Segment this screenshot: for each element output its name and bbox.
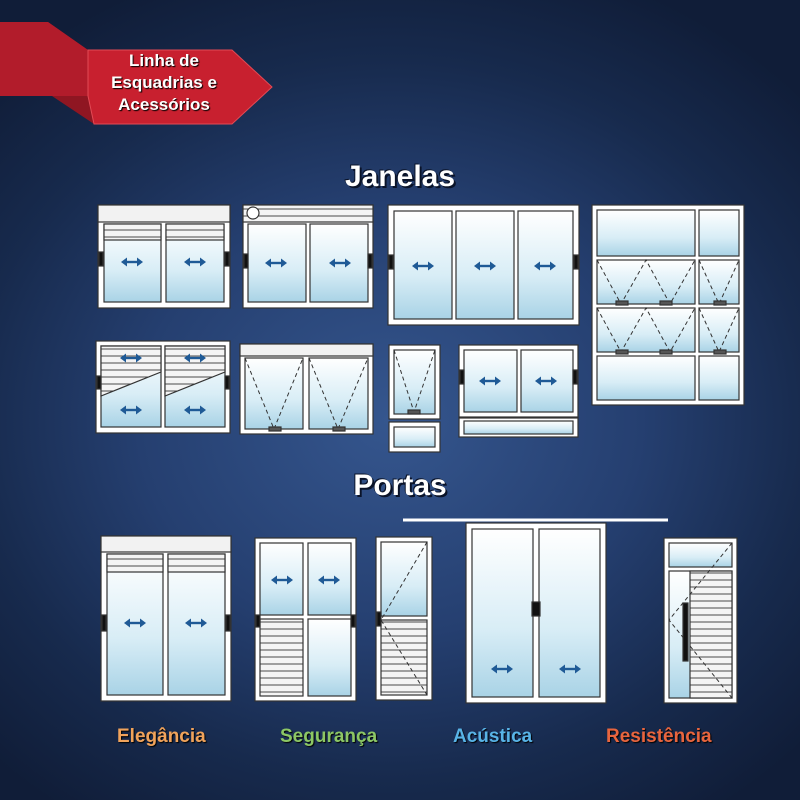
door-acoustic-sliding bbox=[465, 522, 607, 704]
door-sliding-louver bbox=[254, 537, 357, 702]
window-narrow-tilt bbox=[388, 344, 441, 453]
door-swing-louver bbox=[375, 536, 433, 701]
banner-ribbon bbox=[0, 22, 273, 125]
door-sliding-shutter bbox=[100, 535, 232, 702]
banner-line-2: Esquadrias e bbox=[111, 73, 217, 92]
banner-line-1: Linha de bbox=[129, 51, 199, 70]
window-sliding-shutter bbox=[97, 204, 231, 309]
window-casement-roller bbox=[239, 343, 374, 435]
window-sliding-three-panel bbox=[387, 204, 580, 326]
feature-resistance: Resistência bbox=[606, 726, 712, 747]
window-sliding-with-base bbox=[458, 344, 579, 438]
feature-acoustics: Acústica bbox=[453, 726, 533, 747]
banner-title: Linha de Esquadrias e Acessórios bbox=[86, 50, 242, 116]
window-sliding-roller bbox=[242, 204, 374, 309]
banner-line-3: Acessórios bbox=[118, 95, 210, 114]
door-swing-resistant bbox=[663, 537, 738, 704]
window-sliding-louver bbox=[95, 340, 231, 434]
feature-elegance: Elegância bbox=[117, 726, 206, 747]
doors-title: Portas bbox=[353, 469, 447, 502]
windows-title: Janelas bbox=[344, 160, 456, 193]
window-tilt-grid bbox=[591, 204, 745, 406]
feature-security: Segurança bbox=[280, 726, 378, 747]
